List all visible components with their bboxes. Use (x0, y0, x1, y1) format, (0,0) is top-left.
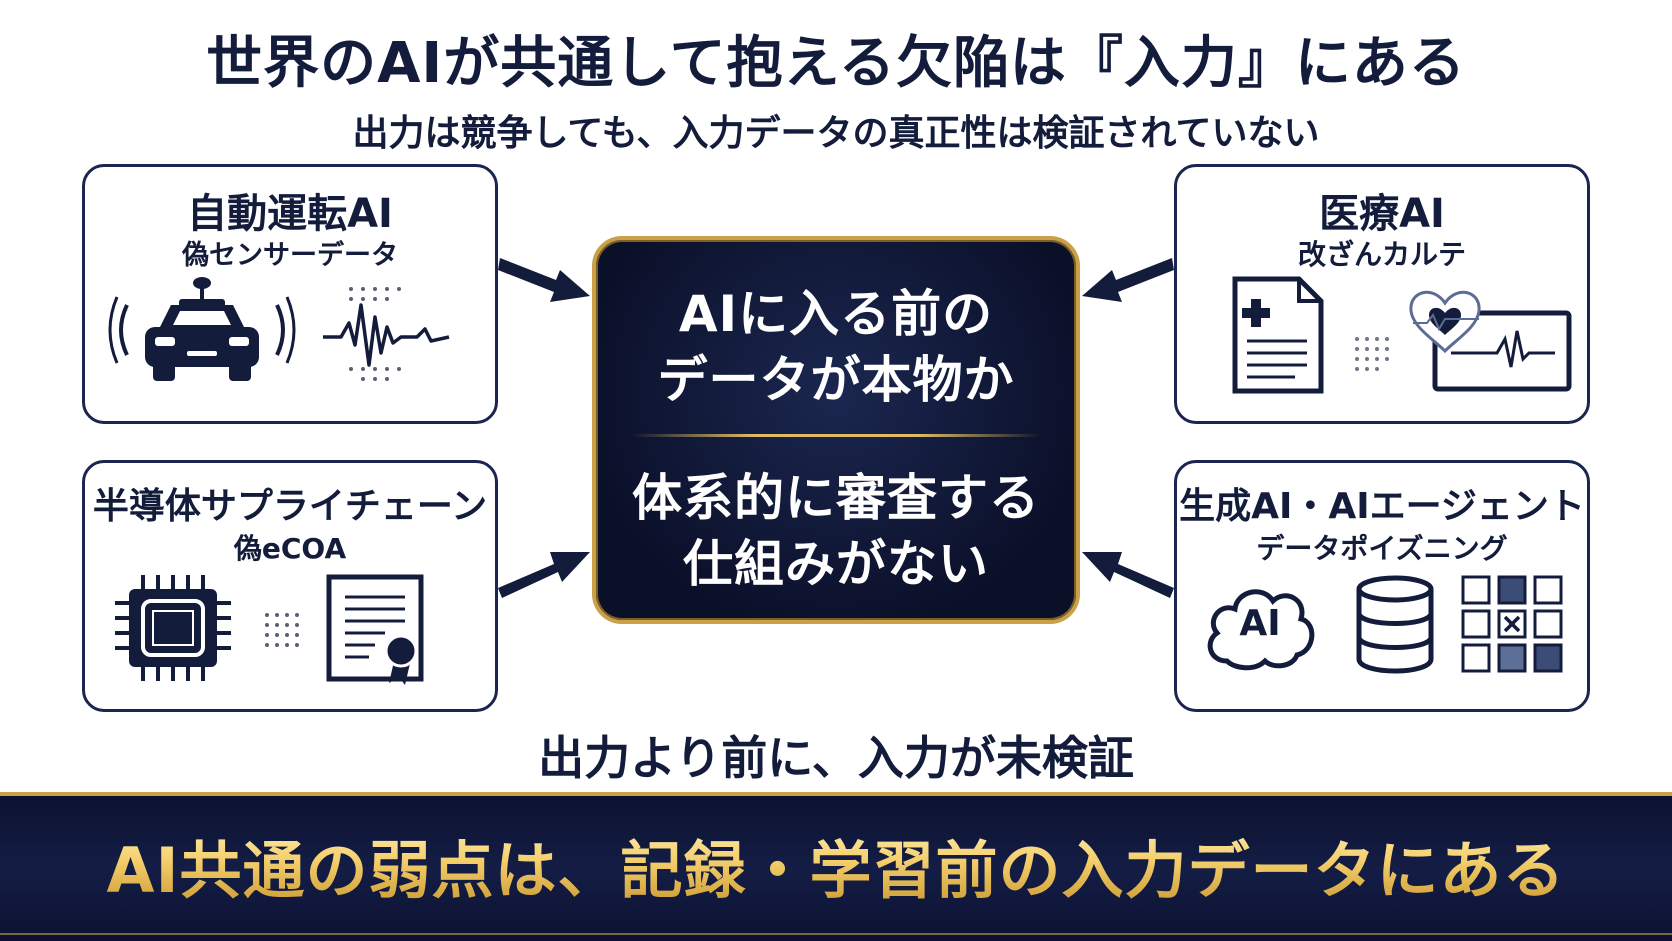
card-autonomous-driving: 自動運転AI 偽センサーデータ (82, 164, 498, 424)
center-divider (632, 434, 1040, 437)
card-title: 医療AI (1319, 191, 1445, 237)
waveform-icon (323, 287, 450, 381)
data-grid-icon (1461, 575, 1563, 673)
banner-text: AI共通の弱点は、記録・学習前の入力データにある (0, 820, 1672, 910)
ai-cloud-icon: AI (1201, 579, 1319, 673)
card-medical-ai: 医療AI 改ざんカルテ (1174, 164, 1590, 424)
database-icon (1356, 575, 1434, 674)
card-title: 自動運転AI (187, 191, 393, 237)
arrow-top-left (498, 258, 590, 302)
page-subtitle: 出力は競争しても、入力データの真正性は検証されていない (352, 113, 1320, 154)
conclusion-banner: AI共通の弱点は、記録・学習前の入力データにある (0, 792, 1672, 941)
page-title: 世界のAIが共通して抱える欠陥は『入力』にある (206, 31, 1466, 96)
center-line-1: AIに入る前の (678, 285, 994, 343)
arrow-top-right (1082, 258, 1174, 302)
medical-record-icon (1232, 276, 1324, 394)
card-title: 生成AI・AIエージェント (1179, 486, 1585, 527)
center-line-3: 体系的に審査する (632, 469, 1040, 527)
card-title: 半導体サプライチェーン (92, 486, 488, 527)
card-subtitle: 偽eCOA (233, 532, 347, 565)
dots-icon (265, 613, 299, 647)
card-generative-ai: 生成AI・AIエージェント データポイズニング AI (1174, 460, 1590, 712)
card-subtitle: 偽センサーデータ (182, 240, 398, 271)
card-semiconductor-supply-chain: 半導体サプライチェーン 偽eCOA (82, 460, 498, 712)
central-message-panel: AIに入る前の データが本物か 体系的に審査する 仕組みがない (592, 236, 1080, 624)
center-line-4: 仕組みがない (683, 535, 989, 593)
card-subtitle: データポイズニング (1256, 532, 1508, 565)
bottom-statement: 出力より前に、入力が未検証 (538, 731, 1134, 785)
center-line-2: データが本物か (657, 351, 1015, 409)
arrow-bottom-left (498, 552, 590, 598)
card-subtitle: 改ざんカルテ (1297, 238, 1466, 271)
certificate-icon (326, 574, 424, 685)
dots-icon (1355, 337, 1389, 371)
chip-icon (115, 575, 231, 681)
heart-monitor-icon (1409, 290, 1572, 392)
car-icon (108, 277, 296, 381)
arrow-bottom-right (1082, 552, 1174, 598)
ai-cloud-label: AI (1239, 603, 1281, 644)
